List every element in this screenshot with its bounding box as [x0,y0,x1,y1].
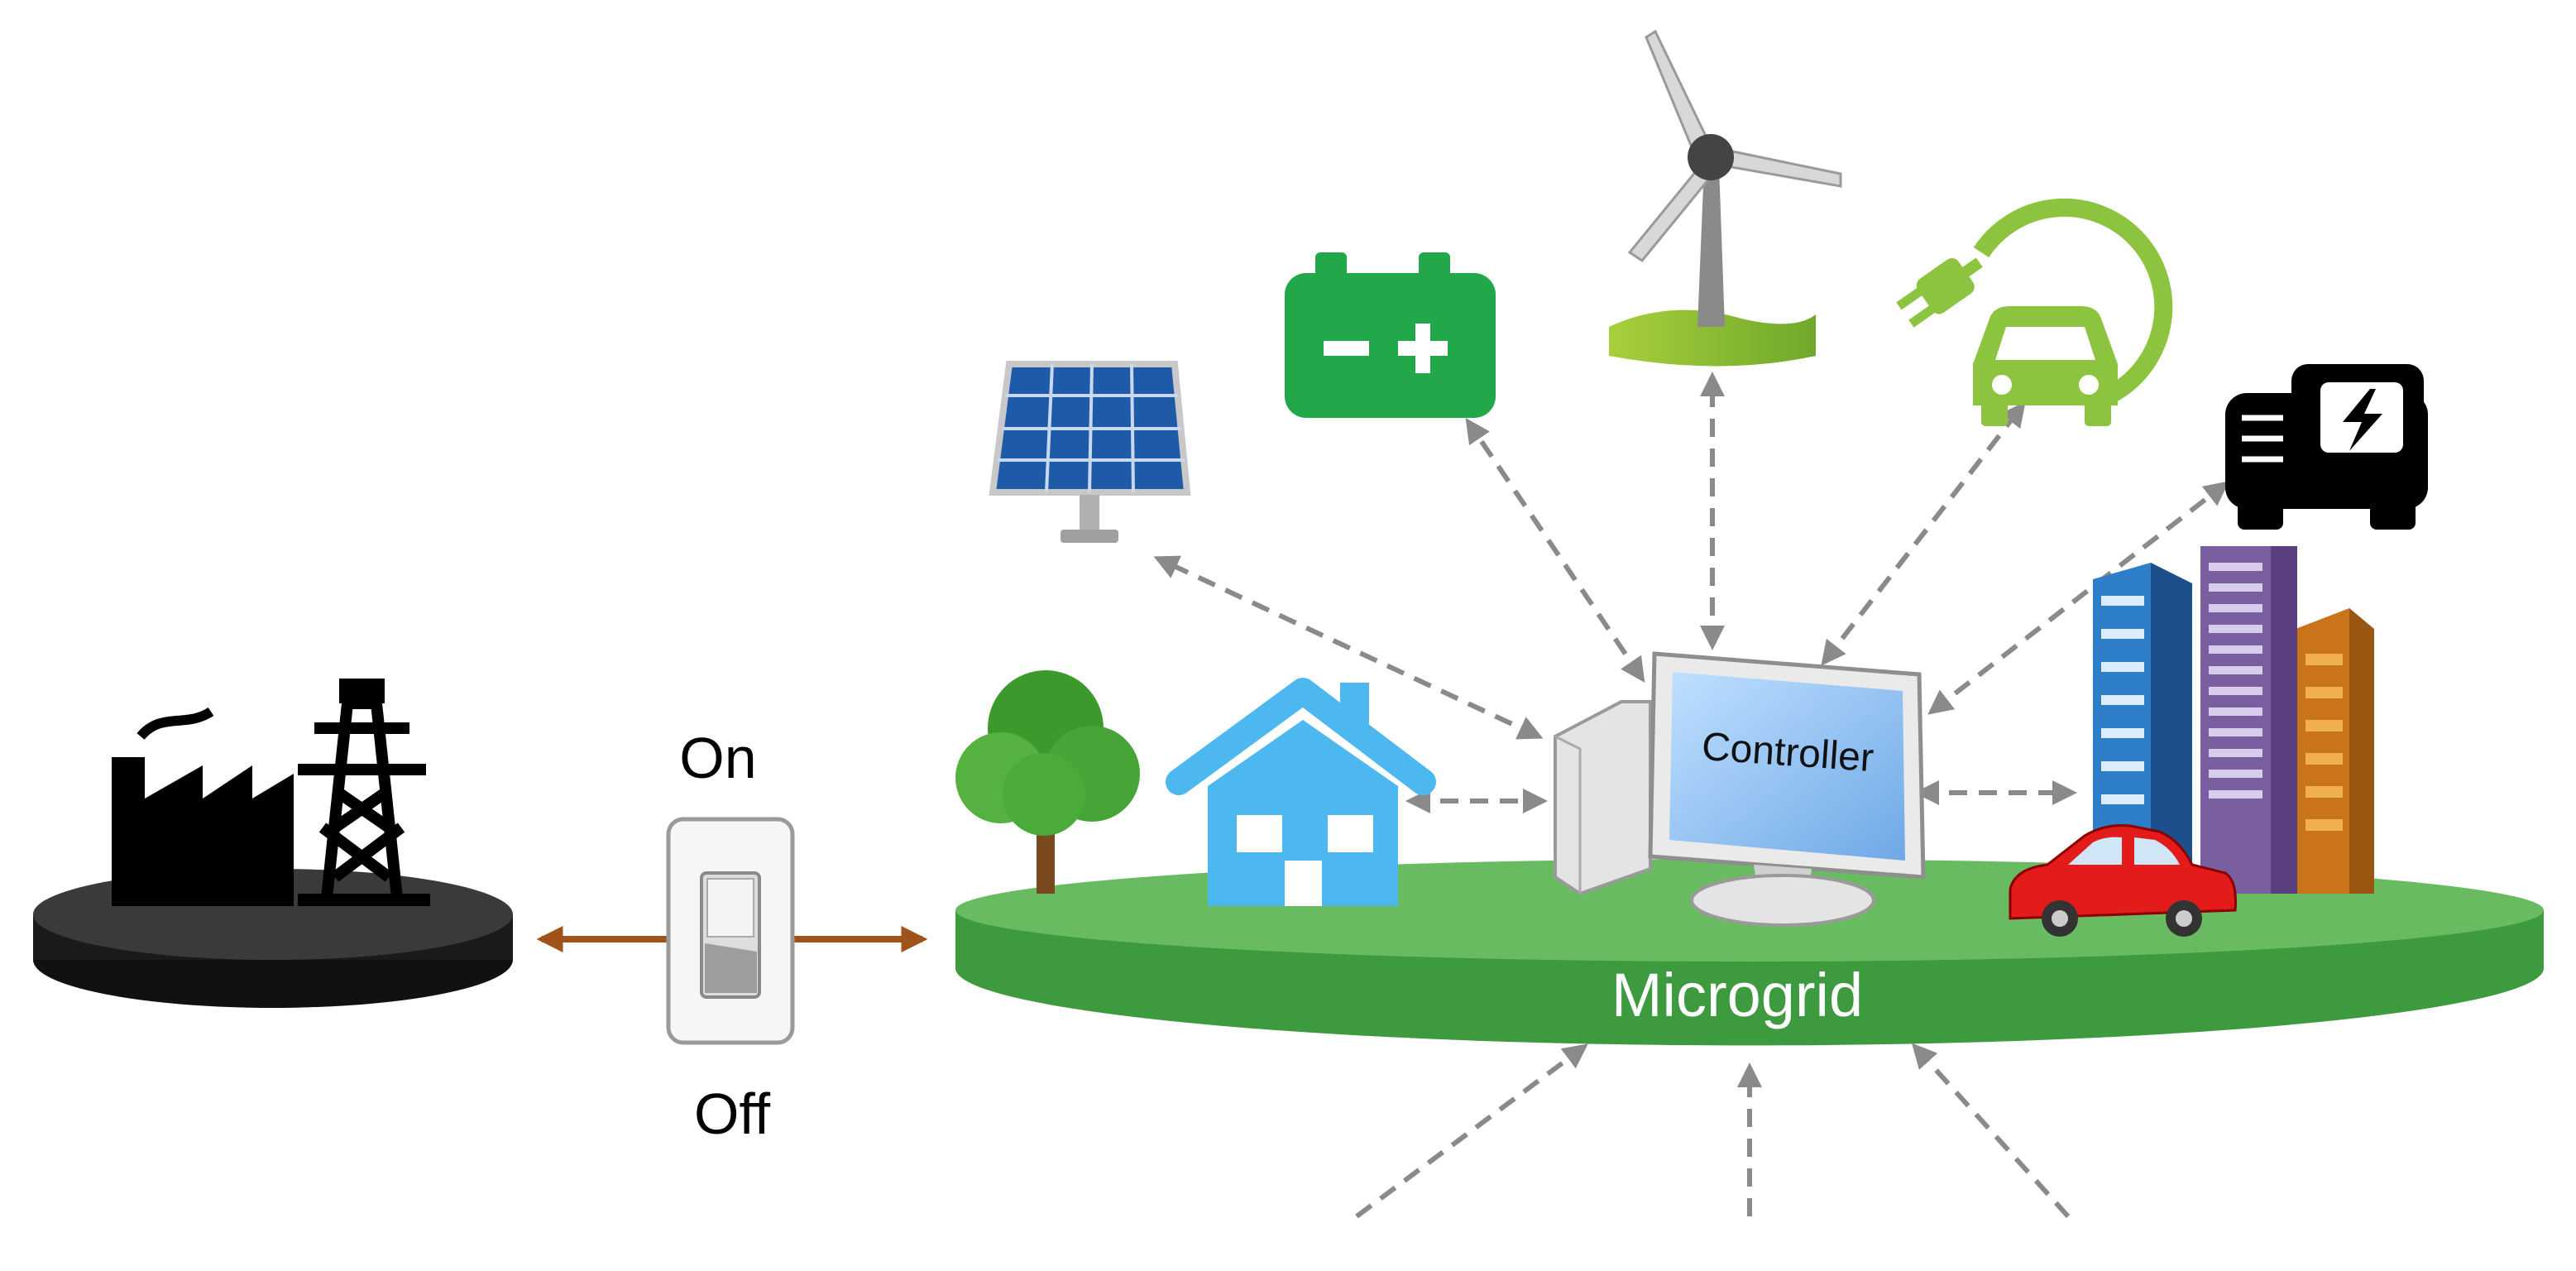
battery-icon [1285,252,1496,418]
wind-turbine-icon [1609,29,1842,367]
arrow-battery [1465,418,1645,683]
main-grid-icon [33,679,513,1008]
arrow-in-right [1911,1043,2071,1219]
switch-on-label: On [679,726,756,790]
arrow-generator [1927,481,2229,715]
generator-icon [2225,364,2428,530]
arrow-solar [1153,555,1544,740]
energy-flow-arrows [1153,372,2229,1219]
car-icon [2009,824,2237,937]
solar-panel-icon [989,361,1191,543]
switch-off-label: Off [694,1082,771,1146]
microgrid-label: Microgrid [1611,961,1863,1029]
tree-icon [955,670,1140,894]
controller-computer-icon[interactable] [1554,651,1926,927]
buildings-icon [2093,546,2374,894]
arrow-ev [1821,401,2026,666]
ev-charging-icon [1896,198,2173,426]
arrow-in-left [1355,1043,1588,1219]
house-icon [1166,678,1436,906]
toggle-switch-icon[interactable] [666,817,795,1045]
